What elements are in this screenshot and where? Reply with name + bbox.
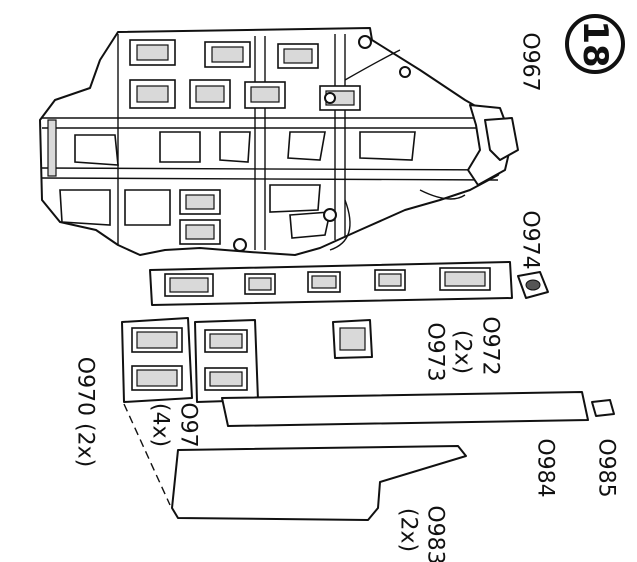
- tile-part-985: [591, 399, 615, 417]
- window-frame-part-970: [121, 317, 193, 403]
- window-part-973: [332, 319, 373, 359]
- l-plate-part-983: [171, 445, 467, 521]
- qty-part-972: (2x): [450, 330, 475, 374]
- label-part-983: O983: [423, 505, 448, 562]
- label-part-967: O967: [518, 32, 543, 91]
- long-plate-part-984: [221, 391, 589, 427]
- qty-part-971: (4x): [148, 403, 173, 447]
- leader-line-970: [123, 403, 171, 506]
- frame-assembly-part-967: [39, 27, 519, 256]
- label-part-984: O984: [533, 438, 558, 497]
- label-part-970: O970 (2x): [73, 357, 98, 467]
- label-part-973: O973: [423, 322, 448, 381]
- qty-part-983: (2x): [396, 508, 421, 552]
- label-part-974: O974: [518, 210, 543, 269]
- window-strip-part-972: [149, 261, 513, 306]
- window-pair-part-971: [194, 319, 259, 403]
- step-number: 18: [575, 20, 615, 67]
- label-part-985: O985: [594, 438, 619, 497]
- label-part-972: O972: [478, 316, 503, 375]
- step-badge: 18: [565, 14, 625, 74]
- nut-part-974: [517, 271, 549, 299]
